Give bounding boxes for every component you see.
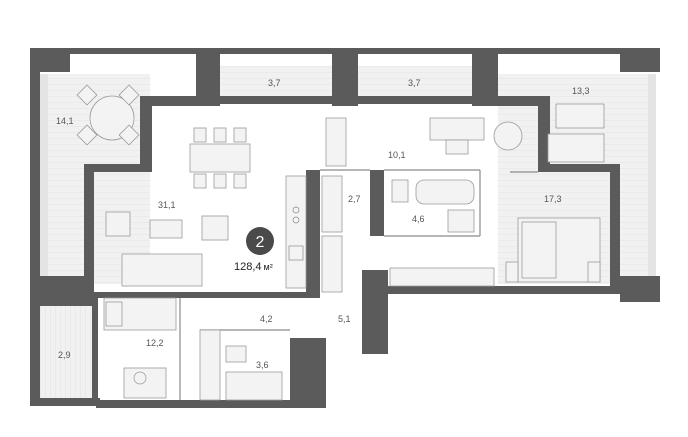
label-balcony-2: 3,7: [408, 78, 421, 88]
label-pantry: 2,7: [348, 194, 361, 204]
total-area-unit: м²: [264, 262, 273, 272]
room-count-badge: [246, 227, 274, 255]
label-corridor: 5,1: [338, 314, 351, 324]
room-labels: 14,1 3,7 3,7 13,3 31,1 2,7 10,1 4,6 17,3…: [56, 78, 590, 370]
label-terrace-left: 14,1: [56, 116, 74, 126]
label-bedroom-2: 12,2: [146, 338, 164, 348]
balcony-1: [220, 66, 332, 96]
label-balcony-1: 3,7: [268, 78, 281, 88]
total-area-value: 128,4: [234, 261, 262, 273]
terrace-right-edge: [648, 74, 656, 284]
label-hall: 4,2: [260, 314, 273, 324]
label-bedroom: 17,3: [544, 194, 562, 204]
label-office: 10,1: [388, 150, 406, 160]
label-terrace-right: 13,3: [572, 86, 590, 96]
balcony-2: [358, 66, 472, 96]
label-bathroom: 4,6: [412, 214, 425, 224]
loggia: [40, 306, 92, 398]
label-living-kitchen: 31,1: [158, 200, 176, 210]
furniture: [76, 84, 605, 401]
room-count: 2: [256, 234, 265, 251]
walls: [30, 48, 660, 408]
label-loggia: 2,9: [58, 350, 71, 360]
label-bathroom-2: 3,6: [256, 360, 269, 370]
terrace-left-edge: [40, 74, 48, 284]
